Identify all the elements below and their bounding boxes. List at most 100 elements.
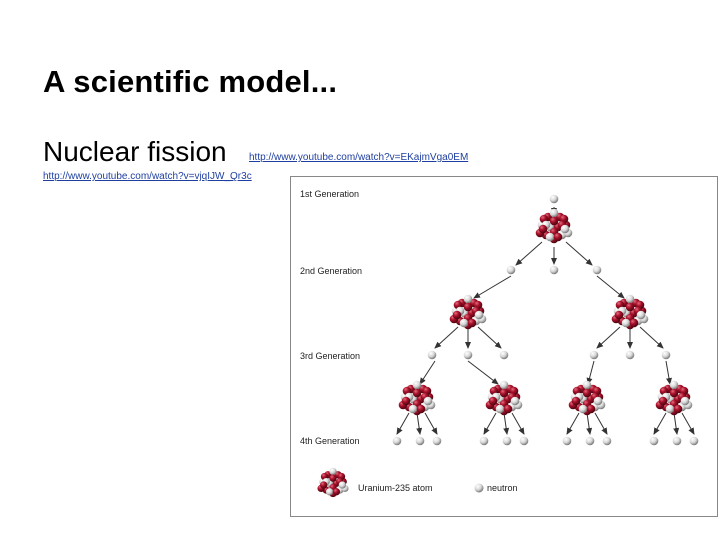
arrow <box>681 412 695 435</box>
fission-chain-diagram: 1st Generation 2nd Generation 3rd Genera… <box>290 176 718 517</box>
atom-gen3 <box>655 380 693 416</box>
arrow <box>396 412 410 435</box>
proton <box>412 388 422 398</box>
nucleon <box>510 396 520 406</box>
legend-uranium-atom-icon <box>317 467 349 498</box>
neutron <box>392 436 402 446</box>
released-neutrons <box>392 194 699 446</box>
neutron <box>689 436 699 446</box>
nucleon <box>621 318 631 328</box>
proton <box>503 404 513 414</box>
arrow <box>596 275 625 299</box>
arrow <box>596 326 621 349</box>
nucleon <box>560 224 570 234</box>
proton <box>625 302 635 312</box>
atom-gen3 <box>398 380 436 416</box>
legend-atom-cluster <box>317 467 349 498</box>
neutron <box>506 265 516 275</box>
arrow <box>639 326 664 349</box>
proton <box>463 302 473 312</box>
generation-label-2: 2nd Generation <box>300 266 362 276</box>
nucleon <box>680 396 690 406</box>
proton <box>329 474 337 482</box>
arrow <box>483 412 497 435</box>
proton <box>416 404 426 414</box>
legend-neutron-label: neutron <box>487 483 518 493</box>
neutron <box>549 265 559 275</box>
neutron <box>562 436 572 446</box>
neutron <box>672 436 682 446</box>
video-link-2[interactable]: http://www.youtube.com/watch?v=vjqIJW_Qr… <box>43 171 252 182</box>
nucleon <box>338 481 347 489</box>
nucleon <box>463 294 473 304</box>
arrow <box>586 360 595 385</box>
arrow <box>594 412 608 435</box>
arrow <box>419 360 436 385</box>
neutron <box>519 436 529 446</box>
atom-gen1 <box>535 208 573 244</box>
neutron <box>432 436 442 446</box>
neutron <box>427 350 437 360</box>
proton <box>658 396 668 406</box>
nucleon <box>325 488 334 496</box>
proton <box>669 388 679 398</box>
proton <box>488 396 498 406</box>
proton <box>586 404 596 414</box>
nucleon <box>329 467 337 476</box>
nucleon <box>423 396 433 406</box>
proton <box>319 481 328 489</box>
proton <box>549 216 559 226</box>
nucleon <box>408 404 418 414</box>
reaction-arrows <box>396 207 695 435</box>
legend-neutron-icon <box>474 483 484 493</box>
nucleon <box>459 318 469 328</box>
neutron <box>415 436 425 446</box>
nucleon <box>593 396 603 406</box>
proton <box>332 488 341 496</box>
arrow <box>424 412 438 435</box>
neutron <box>649 436 659 446</box>
atom-gen3 <box>568 380 606 416</box>
atom-gen2 <box>449 294 487 330</box>
proton <box>614 310 624 320</box>
arrow <box>665 360 672 385</box>
arrow <box>434 326 459 349</box>
nucleon <box>625 294 635 304</box>
arrow <box>515 241 543 266</box>
proton <box>629 318 639 328</box>
proton <box>401 396 411 406</box>
arrow <box>503 412 510 435</box>
proton <box>571 396 581 406</box>
nucleon <box>499 380 509 390</box>
generation-label-3: 3rd Generation <box>300 351 360 361</box>
proton <box>673 404 683 414</box>
neutron <box>589 350 599 360</box>
nucleon <box>578 404 588 414</box>
uranium-atoms <box>398 208 693 416</box>
generation-label-4: 4th Generation <box>300 436 360 446</box>
arrow <box>653 412 667 435</box>
arrow <box>511 412 525 435</box>
diagram-canvas: 1st Generation 2nd Generation 3rd Genera… <box>290 176 718 517</box>
nucleon <box>582 380 592 390</box>
arrow <box>673 412 680 435</box>
neutron <box>502 436 512 446</box>
nucleon <box>665 404 675 414</box>
video-link-1[interactable]: http://www.youtube.com/watch?v=EKajmVga0… <box>249 152 469 163</box>
diagram-frame <box>290 176 718 517</box>
proton <box>499 388 509 398</box>
generation-label-1: 1st Generation <box>300 189 359 199</box>
nucleon <box>549 208 559 218</box>
slide-subtitle: Nuclear fission <box>43 136 227 167</box>
arrow <box>416 412 423 435</box>
neutron <box>585 436 595 446</box>
neutron <box>499 350 509 360</box>
nucleon <box>669 380 679 390</box>
neutron <box>602 436 612 446</box>
proton <box>582 388 592 398</box>
slide-title: A scientific model... <box>43 64 338 99</box>
arrow <box>566 412 580 435</box>
neutron <box>463 350 473 360</box>
proton <box>452 310 462 320</box>
arrow <box>565 241 593 266</box>
